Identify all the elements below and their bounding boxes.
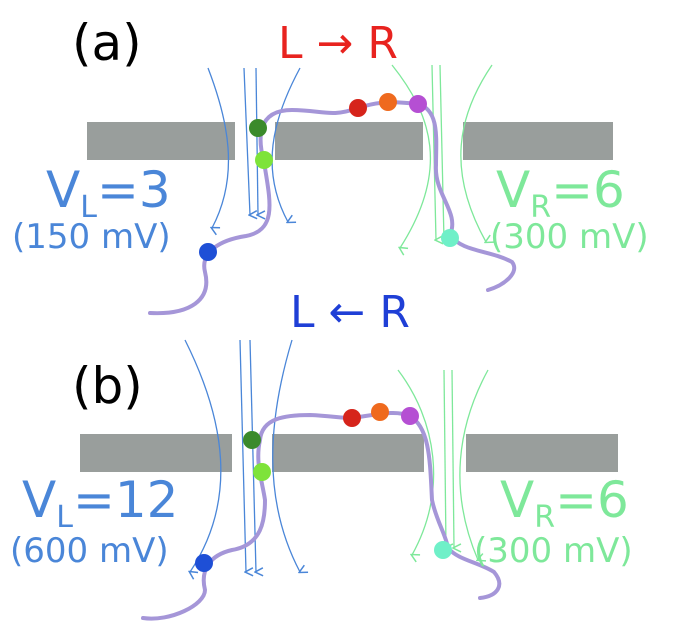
membrane-left-segment <box>87 122 235 160</box>
membrane-left-segment <box>80 434 232 472</box>
left-pore-field-lines <box>207 67 301 228</box>
direction-label: L ← R <box>290 287 410 338</box>
bead-light-green <box>255 151 273 169</box>
membrane-middle-segment <box>275 122 423 160</box>
panel-label: (b) <box>72 357 143 415</box>
right-pore-field-lines <box>397 369 489 560</box>
bead-aqua <box>441 229 459 247</box>
right-voltage-mv: (300 mV) <box>490 217 649 257</box>
right-pore-field-lines <box>391 64 492 248</box>
panel-a: (a) L → R VL=3 (150 mV) VR=6 (300 mV) <box>12 14 649 316</box>
right-voltage-label: VR=6 <box>500 471 629 535</box>
bead-aqua <box>434 541 452 559</box>
bead-orange <box>371 403 389 421</box>
membrane-middle-segment <box>272 434 424 472</box>
bead-purple <box>401 407 419 425</box>
left-voltage-mv: (600 mV) <box>10 531 169 571</box>
right-voltage-mv: (300 mV) <box>474 531 633 571</box>
direction-label: L → R <box>278 18 398 69</box>
bead-light-green <box>253 463 271 481</box>
panel-label: (a) <box>72 14 142 72</box>
bead-blue <box>195 554 213 572</box>
bead-red <box>343 409 361 427</box>
bead-red <box>349 99 367 117</box>
bead-blue <box>199 243 217 261</box>
bead-orange <box>379 93 397 111</box>
bead-dark-green <box>243 431 261 449</box>
panel-b: L ← R (b) VL=12 (600 mV) VR=6 (300 mV) <box>10 287 633 621</box>
membrane-right-segment <box>463 122 613 160</box>
left-voltage-label: VL=3 <box>46 161 171 225</box>
left-voltage-mv: (150 mV) <box>12 217 171 257</box>
bead-dark-green <box>249 119 267 137</box>
left-voltage-label: VL=12 <box>22 471 178 535</box>
bead-purple <box>409 95 427 113</box>
left-pore-field-lines <box>184 339 300 572</box>
membrane-right-segment <box>466 434 618 472</box>
right-voltage-label: VR=6 <box>496 161 625 225</box>
